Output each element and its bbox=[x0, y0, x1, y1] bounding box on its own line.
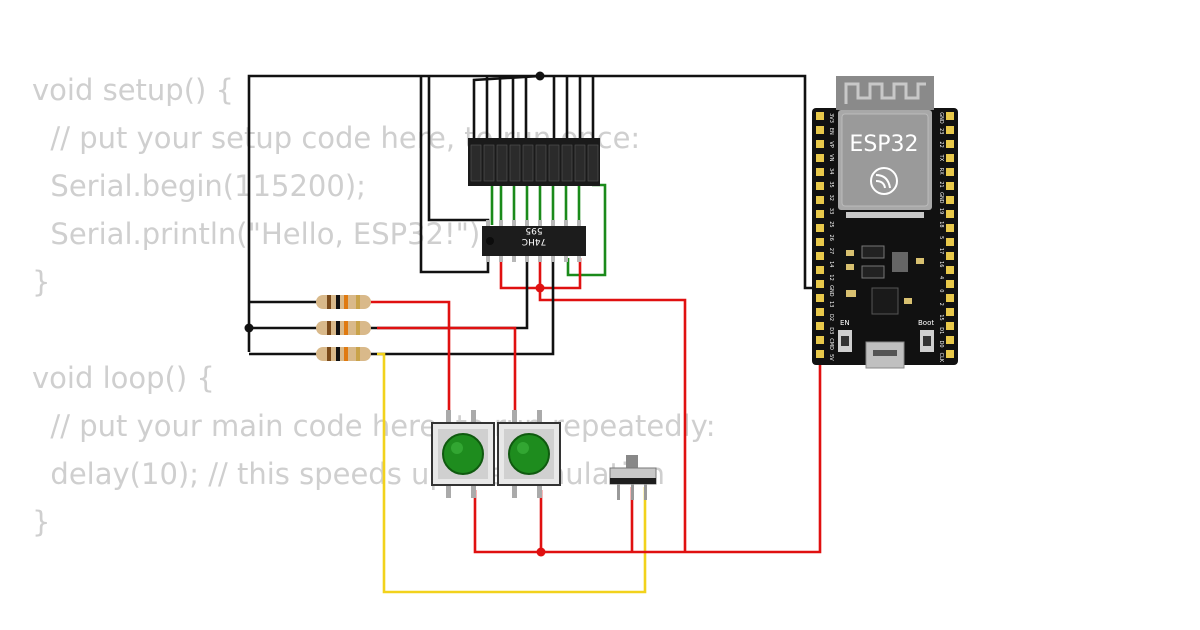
esp32-right-pin-label: 23 bbox=[938, 128, 944, 134]
esp32-left-pin-label: VN bbox=[828, 154, 834, 161]
wire-gnd-bus[interactable] bbox=[247, 74, 818, 352]
esp32-left-pin-label: GND bbox=[828, 285, 834, 297]
esp32-left-pin-label: 35 bbox=[828, 181, 834, 187]
slide-switch[interactable] bbox=[609, 455, 657, 500]
wire-res2-btn2[interactable] bbox=[377, 326, 517, 415]
esp32-right-pin-label: 18 bbox=[938, 221, 944, 227]
esp32-right-pin-label: D1 bbox=[938, 327, 944, 334]
resistor-2[interactable] bbox=[316, 321, 371, 335]
wire-led-bar-top bbox=[472, 74, 595, 140]
boot-button[interactable] bbox=[920, 330, 934, 352]
esp32-right-pin-label: 21 bbox=[938, 181, 944, 187]
esp32-left-pin-label: 5V bbox=[828, 354, 834, 361]
esp32-right-pin-label: CLK bbox=[938, 353, 944, 363]
espressif-logo-icon bbox=[870, 167, 898, 195]
resistor-3[interactable] bbox=[316, 347, 371, 361]
chip-pins bbox=[486, 220, 581, 262]
esp32-right-pin-label: 15 bbox=[938, 314, 944, 320]
esp32-right-pin-label: 2 bbox=[938, 303, 944, 306]
esp32-left-pin-label: 13 bbox=[828, 301, 834, 307]
esp32-right-pin-label: GND bbox=[938, 112, 944, 124]
esp32-label: ESP32 bbox=[849, 132, 918, 157]
esp32-right-pin-label: RX bbox=[938, 168, 944, 175]
esp32-left-pin-label: 32 bbox=[828, 195, 834, 201]
esp32-left-pin-label: 33 bbox=[828, 208, 834, 214]
esp32-left-pin-label: 25 bbox=[828, 221, 834, 227]
wire-led-to-chip bbox=[490, 183, 607, 277]
code-line: } bbox=[32, 265, 51, 299]
en-label: EN bbox=[840, 319, 850, 327]
esp32-left-pin-label: 34 bbox=[828, 168, 834, 174]
esp32-right-pin-label: 4 bbox=[938, 276, 944, 279]
junctions bbox=[244, 71, 546, 557]
shift-register-chip[interactable]: 74HC 595 bbox=[482, 220, 586, 262]
code-line: Serial.begin(115200); bbox=[32, 169, 366, 203]
usb-port-icon bbox=[865, 341, 905, 369]
esp32-left-pin-label: D2 bbox=[828, 314, 834, 321]
esp32-left-pin-label: EN bbox=[828, 128, 834, 135]
esp32-left-pin-label: 26 bbox=[828, 235, 834, 241]
wire-res3-switch[interactable] bbox=[377, 352, 647, 594]
esp32-left-pin-label: D3 bbox=[828, 327, 834, 334]
esp32-left-pin-label: VP bbox=[828, 141, 834, 147]
code-line: } bbox=[32, 505, 51, 539]
en-button[interactable] bbox=[838, 330, 852, 352]
esp32-right-pin-label: D0 bbox=[938, 341, 944, 348]
wire-btn-bus[interactable] bbox=[473, 355, 822, 554]
push-button-2[interactable] bbox=[497, 410, 561, 498]
esp32-right-pin-label: TX bbox=[938, 154, 944, 162]
chip-label-line2: 595 bbox=[525, 225, 542, 235]
esp32-right-pin-header bbox=[946, 112, 954, 358]
push-button-1[interactable] bbox=[431, 410, 495, 498]
led-bar-segments bbox=[470, 144, 599, 182]
wire-chip-loop[interactable] bbox=[419, 76, 490, 274]
wire-chip-vcc-2[interactable] bbox=[538, 258, 687, 552]
esp32-right-pin-label: 0 bbox=[938, 289, 944, 292]
esp32-left-pin-label: 14 bbox=[828, 261, 834, 267]
esp32-left-pin-label: 3V3 bbox=[828, 113, 834, 123]
esp32-right-pin-label: GND bbox=[938, 192, 944, 204]
esp32-left-pin-label: 27 bbox=[828, 248, 834, 254]
esp32-right-pin-label: 19 bbox=[938, 208, 944, 214]
code-line: void loop() { bbox=[32, 361, 215, 395]
wire-res3-chip[interactable] bbox=[369, 258, 555, 356]
wires bbox=[247, 74, 822, 594]
esp32-right-pin-label: 5 bbox=[938, 236, 944, 239]
led-bar-graph[interactable] bbox=[468, 138, 600, 186]
wire-res1-btn1[interactable] bbox=[369, 300, 451, 415]
esp32-left-pin-label: CMD bbox=[828, 338, 834, 350]
esp32-right-pin-label: 22 bbox=[938, 141, 944, 147]
boot-label: Boot bbox=[918, 319, 934, 327]
code-line: void setup() { bbox=[32, 73, 234, 107]
esp32-left-pin-label: 12 bbox=[828, 274, 834, 280]
esp32-right-pin-label: 16 bbox=[938, 261, 944, 267]
esp32-left-pin-header bbox=[816, 112, 824, 358]
esp32-board[interactable]: ESP32 EN Boot bbox=[812, 76, 958, 369]
resistor-1[interactable] bbox=[316, 295, 371, 309]
esp32-right-pin-label: 17 bbox=[938, 248, 944, 254]
chip-label-line1: 74HC bbox=[522, 236, 547, 246]
